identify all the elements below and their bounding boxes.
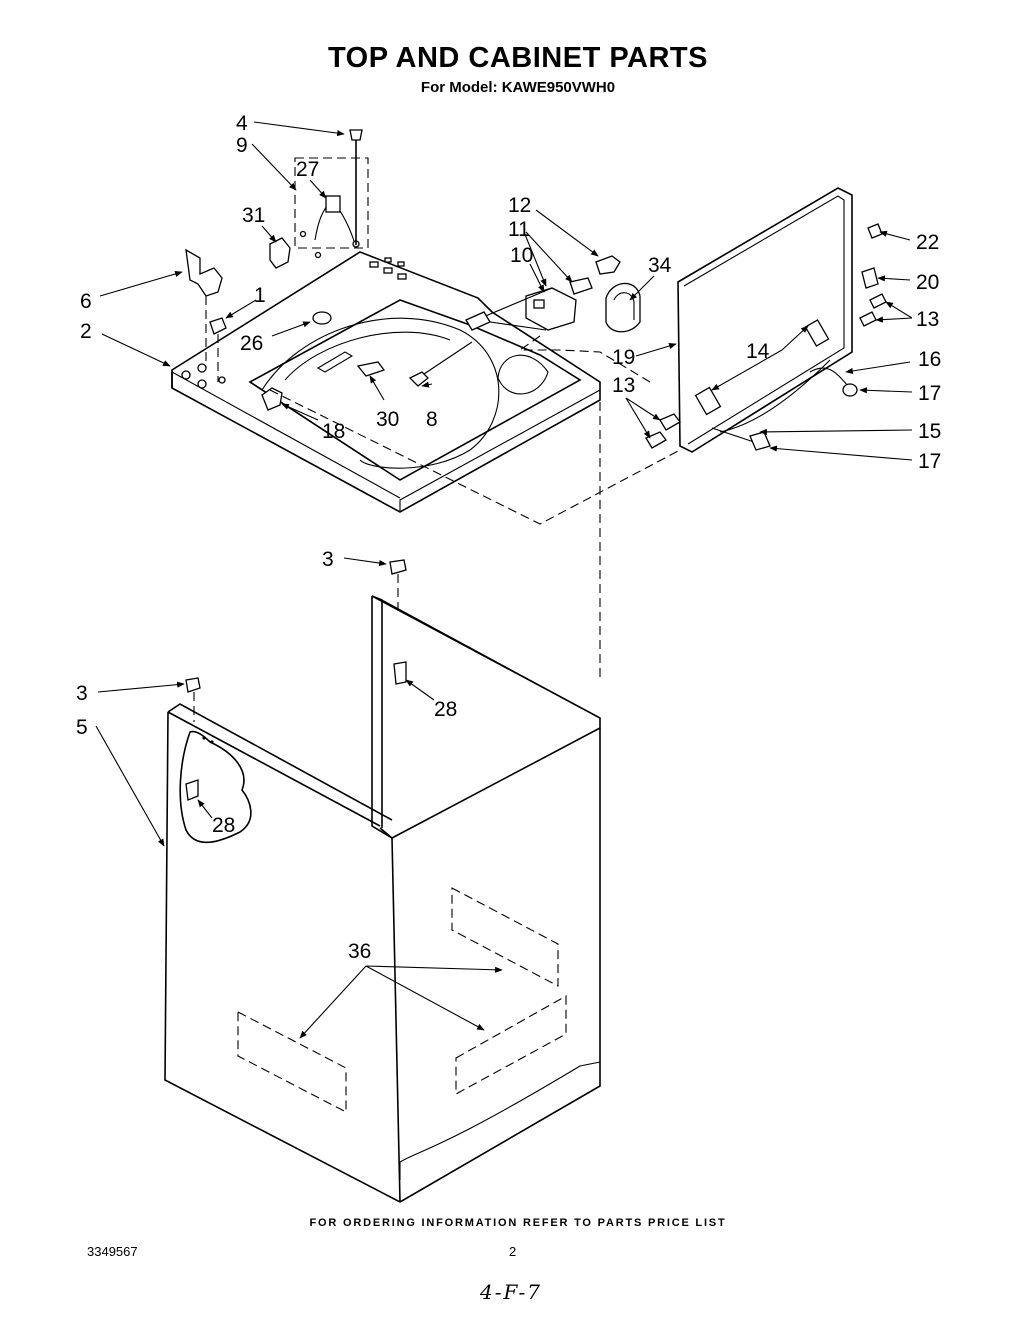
callout-13a: 13 bbox=[916, 308, 939, 331]
callout-31: 31 bbox=[242, 204, 265, 227]
callout-1: 1 bbox=[254, 284, 266, 307]
cabinet-clip-3a bbox=[389, 559, 407, 575]
callout-17b: 17 bbox=[918, 450, 941, 473]
callout-3a: 3 bbox=[322, 548, 334, 571]
callout-26: 26 bbox=[240, 332, 263, 355]
screw-13a bbox=[869, 293, 887, 309]
callout-28b: 28 bbox=[212, 814, 235, 837]
page-title: TOP AND CABINET PARTS bbox=[327, 42, 708, 74]
hinge-pin bbox=[749, 431, 771, 451]
cabinet-screw-28 bbox=[393, 661, 407, 685]
lid-switch-assembly bbox=[465, 255, 651, 383]
rod-end bbox=[842, 383, 858, 397]
cabinet bbox=[164, 595, 601, 1203]
screw-4 bbox=[349, 129, 363, 141]
callout-19: 19 bbox=[612, 346, 635, 369]
dispenser-cup bbox=[605, 282, 641, 333]
callout-15: 15 bbox=[918, 420, 941, 443]
bumper-22 bbox=[867, 223, 883, 239]
screw-13c bbox=[659, 413, 681, 431]
callout-5: 5 bbox=[76, 716, 88, 739]
callout-18: 18 bbox=[322, 420, 345, 443]
callout-6: 6 bbox=[80, 290, 92, 313]
cabinet-clip-3b bbox=[185, 677, 201, 693]
handwritten-note: 4-F-7 bbox=[480, 1280, 542, 1304]
callout-34: 34 bbox=[648, 254, 672, 277]
switch-actuator bbox=[356, 361, 386, 377]
page-number: 2 bbox=[509, 1244, 517, 1259]
callout-36: 36 bbox=[348, 940, 371, 963]
callout-22: 22 bbox=[916, 231, 939, 254]
callout-28a: 28 bbox=[434, 698, 457, 721]
bumper-20 bbox=[861, 267, 879, 289]
callout-13b: 13 bbox=[612, 374, 635, 397]
bracket bbox=[185, 248, 223, 297]
ordering-note: FOR ORDERING INFORMATION REFER TO PARTS … bbox=[309, 1217, 727, 1229]
callout-20: 20 bbox=[916, 271, 939, 294]
screw-13b bbox=[859, 311, 877, 327]
wiring-harness bbox=[294, 129, 369, 259]
callout-3b: 3 bbox=[76, 682, 88, 705]
model-subtitle: For Model: KAWE950VWH0 bbox=[420, 79, 616, 96]
top-panel bbox=[171, 251, 601, 513]
callout-11: 11 bbox=[508, 218, 530, 241]
callout-17a: 17 bbox=[918, 382, 941, 405]
top-panel-holes bbox=[181, 257, 407, 389]
screw-13d bbox=[645, 431, 667, 449]
callout-4: 4 bbox=[236, 112, 248, 135]
callout-27: 27 bbox=[296, 158, 319, 181]
callout-9: 9 bbox=[236, 134, 248, 157]
callout-numbers: 4 9 27 31 6 1 2 26 18 30 8 12 11 10 34 2… bbox=[76, 112, 941, 963]
wire-clip bbox=[269, 237, 291, 269]
document-number: 3349567 bbox=[87, 1244, 138, 1259]
callout-14: 14 bbox=[746, 340, 770, 363]
screw-8 bbox=[408, 371, 429, 387]
grommet bbox=[312, 311, 332, 325]
callout-10: 10 bbox=[510, 244, 533, 267]
callout-8: 8 bbox=[426, 408, 438, 431]
leader-lines bbox=[95, 121, 913, 1039]
callout-30: 30 bbox=[376, 408, 399, 431]
nut bbox=[209, 317, 227, 335]
callout-12: 12 bbox=[508, 194, 531, 217]
callout-16: 16 bbox=[918, 348, 941, 371]
lid bbox=[677, 187, 853, 453]
callout-2: 2 bbox=[80, 320, 92, 343]
